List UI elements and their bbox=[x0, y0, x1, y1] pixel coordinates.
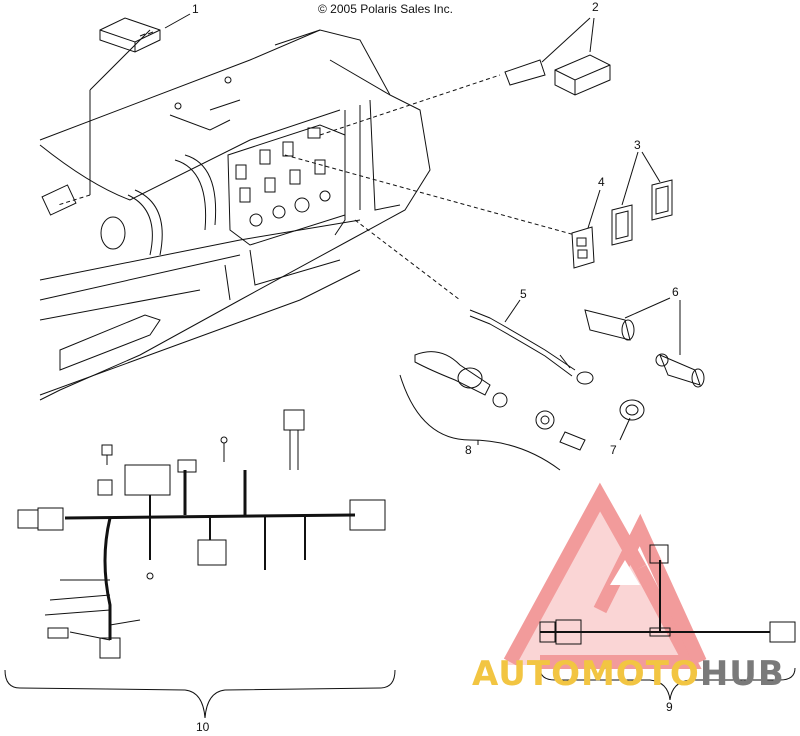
watermark-text: AUTOMOTOHUB bbox=[472, 654, 785, 694]
switch-part-icon bbox=[571, 189, 601, 269]
watermark-part-a: AUTOMOTO bbox=[472, 654, 700, 694]
callout-6: 6 bbox=[672, 285, 679, 299]
bezel-part-icon bbox=[611, 151, 673, 246]
dashboard-panel bbox=[39, 29, 431, 401]
callout-8: 8 bbox=[465, 443, 472, 457]
callout-2: 2 bbox=[592, 0, 599, 14]
grommet-part-icon bbox=[619, 399, 645, 441]
callout-7: 7 bbox=[610, 443, 617, 457]
callout-9: 9 bbox=[666, 700, 673, 714]
watermark-part-b: HUB bbox=[699, 654, 785, 694]
connector-part-icon bbox=[99, 13, 191, 53]
copyright-text: © 2005 Polaris Sales Inc. bbox=[318, 2, 453, 16]
cable-part-icon bbox=[469, 299, 594, 385]
callout-3: 3 bbox=[634, 138, 641, 152]
socket-part-icon bbox=[584, 297, 705, 388]
callout-4: 4 bbox=[598, 175, 605, 189]
callout-10: 10 bbox=[196, 720, 210, 734]
callout-5: 5 bbox=[520, 287, 527, 301]
sub-harness-part-icon bbox=[539, 544, 796, 701]
watermark-logo-icon bbox=[503, 482, 707, 669]
key-switch-part-icon bbox=[399, 351, 586, 471]
callout-1: 1 bbox=[192, 2, 199, 16]
leader-lines bbox=[57, 74, 576, 301]
wiring-harness-part-icon bbox=[4, 409, 396, 719]
switch-housing-part-icon bbox=[504, 17, 611, 96]
